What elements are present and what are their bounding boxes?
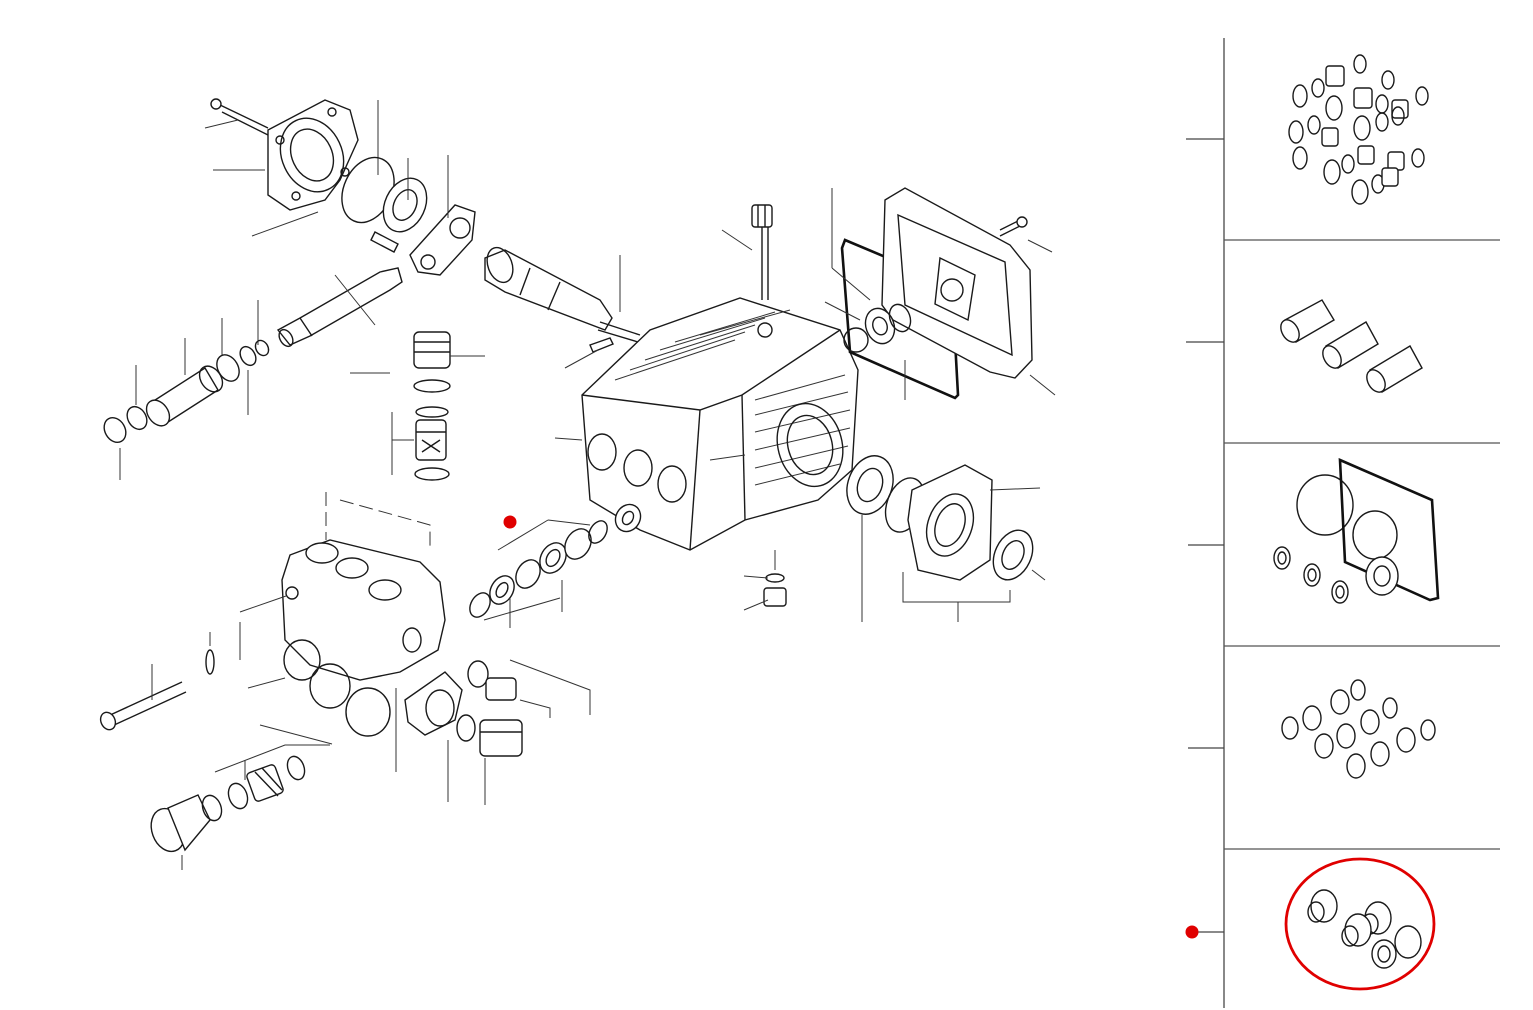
exploded-view: [98, 98, 1056, 870]
discharge-plug-2[interactable]: [456, 714, 523, 757]
bearing-cover-flange[interactable]: [267, 99, 359, 211]
kit-row-seal-packing[interactable]: [1188, 679, 1436, 779]
valve-kit-icon: [1288, 54, 1429, 205]
manifold-head[interactable]: [281, 539, 463, 737]
discharge-plug-1[interactable]: [467, 660, 517, 701]
head-lock-washer[interactable]: [205, 649, 215, 675]
selection-highlight-circle: [1284, 857, 1436, 991]
crankshaft[interactable]: [276, 267, 403, 349]
oil-dipstick[interactable]: [751, 204, 773, 300]
kit-row-water-seal[interactable]: [1185, 857, 1436, 991]
head-bolt[interactable]: [98, 681, 187, 732]
shaft-seal-washer[interactable]: [843, 301, 914, 353]
plunger-nut[interactable]: [100, 403, 151, 446]
crankcase[interactable]: [581, 297, 859, 551]
seal-packing-kit-icon: [1281, 679, 1436, 779]
ceramic-plunger[interactable]: [142, 362, 227, 430]
cover-bolt[interactable]: [210, 98, 269, 136]
guide-pin[interactable]: [589, 337, 614, 353]
valve-o-rings[interactable]: [413, 379, 451, 481]
rear-cover[interactable]: [881, 187, 1033, 379]
wrist-pin[interactable]: [370, 231, 399, 253]
plunger-washer[interactable]: [212, 338, 271, 385]
right-oil-seal[interactable]: [986, 524, 1041, 586]
plunger-guide[interactable]: [483, 244, 641, 343]
drain-plug[interactable]: [763, 573, 787, 607]
kit-row-plunger[interactable]: [1186, 299, 1423, 395]
kit-row-valve[interactable]: [1186, 54, 1429, 205]
kit-sidebar: [1185, 38, 1500, 1008]
inlet-o-rings[interactable]: [199, 754, 308, 823]
plunger-kit-icon: [1280, 299, 1423, 393]
valve-plug[interactable]: [413, 331, 451, 369]
connecting-rod[interactable]: [409, 204, 476, 276]
cover-screw[interactable]: [999, 216, 1028, 237]
kit-row-oil-seal[interactable]: [1188, 457, 1440, 604]
oil-seal-kit-icon: [1273, 457, 1440, 604]
selected-part-marker[interactable]: [503, 515, 517, 529]
valve-cage[interactable]: [415, 419, 447, 461]
water-seal-kit-icon: [1307, 889, 1422, 969]
inlet-plug[interactable]: [145, 794, 211, 856]
right-bearing-flange[interactable]: [907, 464, 993, 581]
water-seal-packing-set[interactable]: [466, 500, 646, 621]
selected-kit-marker: [1185, 925, 1199, 939]
inlet-valve-spring[interactable]: [246, 764, 284, 802]
shaft-bearing[interactable]: [375, 171, 435, 239]
